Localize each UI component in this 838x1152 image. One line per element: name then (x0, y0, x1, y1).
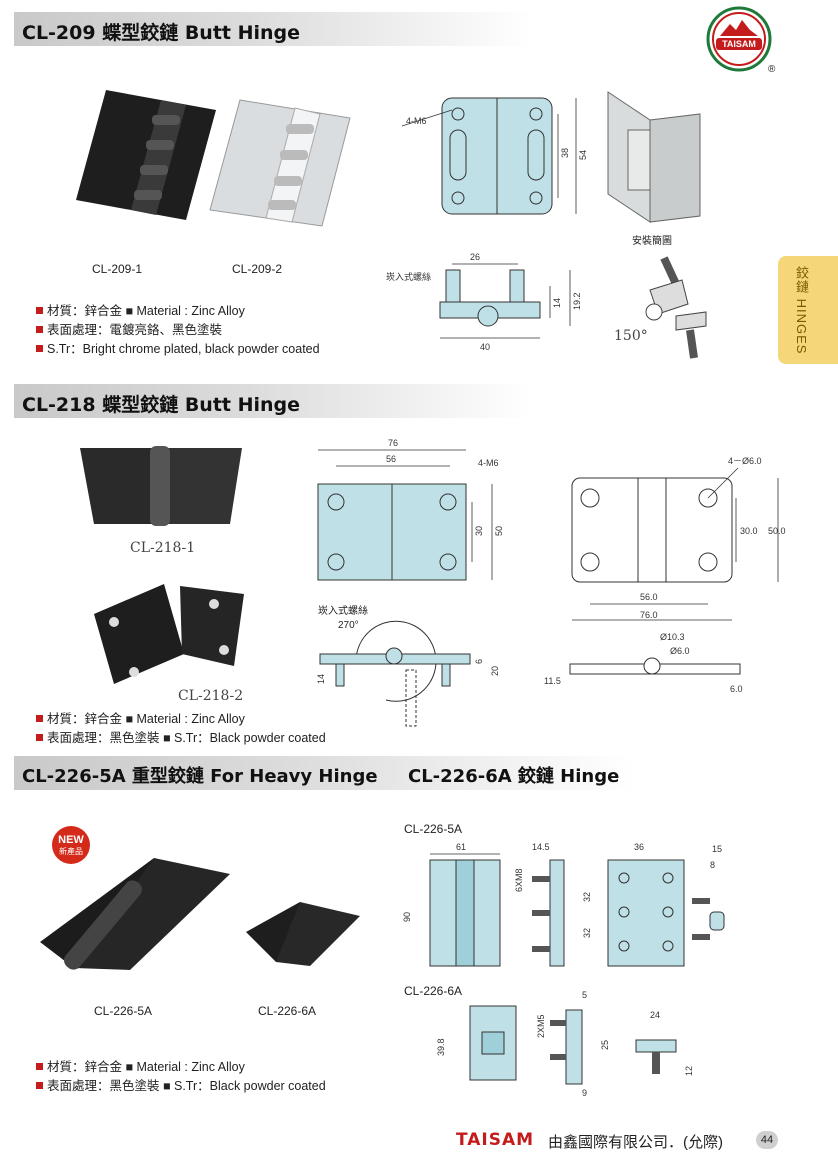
product-image-cl209-1 (66, 80, 226, 235)
dim-label: 11.5 (544, 676, 561, 686)
dim-label: 56 (386, 454, 396, 464)
drawing-label-6a: CL-226-6A (404, 984, 463, 998)
dim-label: 54 (578, 150, 588, 160)
drawing-cl209-side: 26 崁入式螺絲 14 19.2 40 (380, 246, 590, 361)
section-bar-cl226 (14, 756, 634, 790)
spec-line: 表面處理：黑色塗裝 ■ S.Tr：Black powder coated (36, 727, 326, 746)
dim-label: 90 (402, 912, 412, 922)
dim-label: 14 (316, 674, 326, 684)
dim-label: 9 (582, 1088, 587, 1098)
product-image-cl218-2 (84, 574, 254, 699)
dim-label: 30.0 (740, 526, 758, 536)
dim-label: 14 (552, 298, 562, 308)
logo-text: TAISAM (722, 39, 756, 49)
brand-logo: TAISAM (706, 6, 772, 72)
spec-line: S.Tr：Bright chrome plated, black powder … (36, 338, 320, 357)
badge-sub-text: 新產品 (59, 847, 83, 856)
section-bar-cl209 (14, 12, 534, 46)
dim-label: 5 (582, 990, 587, 1000)
spec-line: 材質：鋅合金 ■ Material : Zinc Alloy (36, 300, 245, 319)
section-title-cl226-5a: CL-226-5A 重型鉸鏈 For Heavy Hinge (22, 766, 378, 787)
dim-label: 61 (456, 842, 466, 852)
drawing-cl209-front: 4-M6 38 54 (400, 88, 590, 233)
angle-label-150: 150° (614, 328, 648, 344)
caption-cl218-1: CL-218-1 (130, 540, 196, 556)
drawing-cl218-profile: Ø10.3 Ø6.0 11.5 6.0 (540, 630, 770, 705)
dim-label: 26 (470, 252, 480, 262)
dim-label: 2XM5 (536, 1014, 546, 1038)
dim-label: 6XM8 (514, 868, 524, 892)
dim-label: 32 (582, 892, 592, 902)
footer-company: 由鑫國際有限公司．(允際) (548, 1134, 723, 1151)
dim-label: 36 (634, 842, 644, 852)
caption-cl226-5a: CL-226-5A (94, 1004, 153, 1018)
new-product-badge: NEW 新產品 (52, 826, 90, 864)
drawing-cl209-install (606, 90, 706, 235)
caption-cl218-2: CL-218-2 (178, 688, 244, 704)
product-image-cl209-2 (200, 92, 360, 247)
footer-logo: TAISAM (456, 1130, 535, 1150)
spec-line: 材質：鋅合金 ■ Material : Zinc Alloy (36, 1056, 245, 1075)
dim-label: 30 (474, 526, 484, 536)
dim-label: 76.0 (640, 610, 658, 620)
dim-label: 15 (712, 844, 722, 854)
product-image-cl226-6a (240, 892, 370, 987)
drawing-cl218-front: 76 56 4-M6 30 50 (306, 436, 516, 591)
product-image-cl218-1 (72, 440, 252, 545)
caption-cl226-6a: CL-226-6A (258, 1004, 317, 1018)
spec-line: 材質：鋅合金 ■ Material : Zinc Alloy (36, 708, 245, 727)
dim-label: 19.2 (572, 292, 582, 310)
dim-label: 32 (582, 928, 592, 938)
dim-label: 39.8 (436, 1038, 446, 1056)
section-title-cl218: CL-218 蝶型鉸鏈 Butt Hinge (22, 394, 301, 416)
category-tab-label: 鉸鏈 HINGES (794, 266, 809, 355)
dim-label: 38 (560, 148, 570, 158)
caption-cl209-2: CL-209-2 (232, 262, 283, 276)
dim-label: 50 (494, 526, 504, 536)
dim-label: 6.0 (730, 684, 743, 694)
spec-line: 表面處理：電鍍亮鉻、黑色塗裝 (36, 319, 222, 338)
insert-screw-label: 崁入式螺絲 (318, 606, 368, 617)
dim-label: Ø10.3 (660, 632, 685, 642)
dim-label: 6 (474, 659, 484, 664)
registered-mark: ® (768, 64, 776, 75)
drawing-cl218-outline: 4－Ø6.0 30.0 50.0 56.0 76.0 (560, 450, 810, 635)
badge-new-text: NEW (58, 834, 84, 846)
dim-label: 14.5 (532, 842, 550, 852)
product-image-cl226-5a (34, 850, 244, 985)
dim-label: 56.0 (640, 592, 658, 602)
dim-label: 20 (490, 666, 500, 676)
dim-label: 崁入式螺絲 (386, 271, 431, 282)
drawing-label-5a: CL-226-5A (404, 822, 463, 836)
dim-label: 8 (710, 860, 715, 870)
dim-label: 4-M6 (406, 116, 427, 126)
dim-label: 24 (650, 1010, 660, 1020)
dim-label: Ø6.0 (670, 646, 690, 656)
dim-label: 50.0 (768, 526, 786, 536)
spec-line: 表面處理：黑色塗裝 ■ S.Tr：Black powder coated (36, 1075, 326, 1094)
dim-label: 76 (388, 438, 398, 448)
page-number: 44 (756, 1131, 778, 1149)
drawing-cl226-5a: 61 90 14.5 6XM8 36 32 32 15 8 (396, 838, 756, 983)
install-caption: 安裝簡圖 (632, 236, 672, 247)
section-title-cl226-6a: CL-226-6A 鉸鏈 Hinge (408, 766, 620, 787)
angle-label-270: 270° (338, 620, 359, 631)
dim-label: 4－Ø6.0 (728, 456, 762, 466)
caption-cl209-1: CL-209-1 (92, 262, 143, 276)
dim-label: 40 (480, 342, 490, 352)
drawing-cl226-6a: 39.8 2XM5 5 25 9 24 12 (430, 990, 720, 1105)
section-title-cl209: CL-209 蝶型鉸鏈 Butt Hinge (22, 22, 301, 44)
dim-label: 12 (684, 1066, 694, 1076)
drawing-cl218-side: 14 6 20 (306, 620, 516, 735)
drawing-cl209-angle (610, 250, 720, 365)
category-tab: 鉸鏈 HINGES (778, 256, 838, 364)
dim-label: 4-M6 (478, 458, 499, 468)
section-bar-cl218 (14, 384, 534, 418)
dim-label: 25 (600, 1040, 610, 1050)
